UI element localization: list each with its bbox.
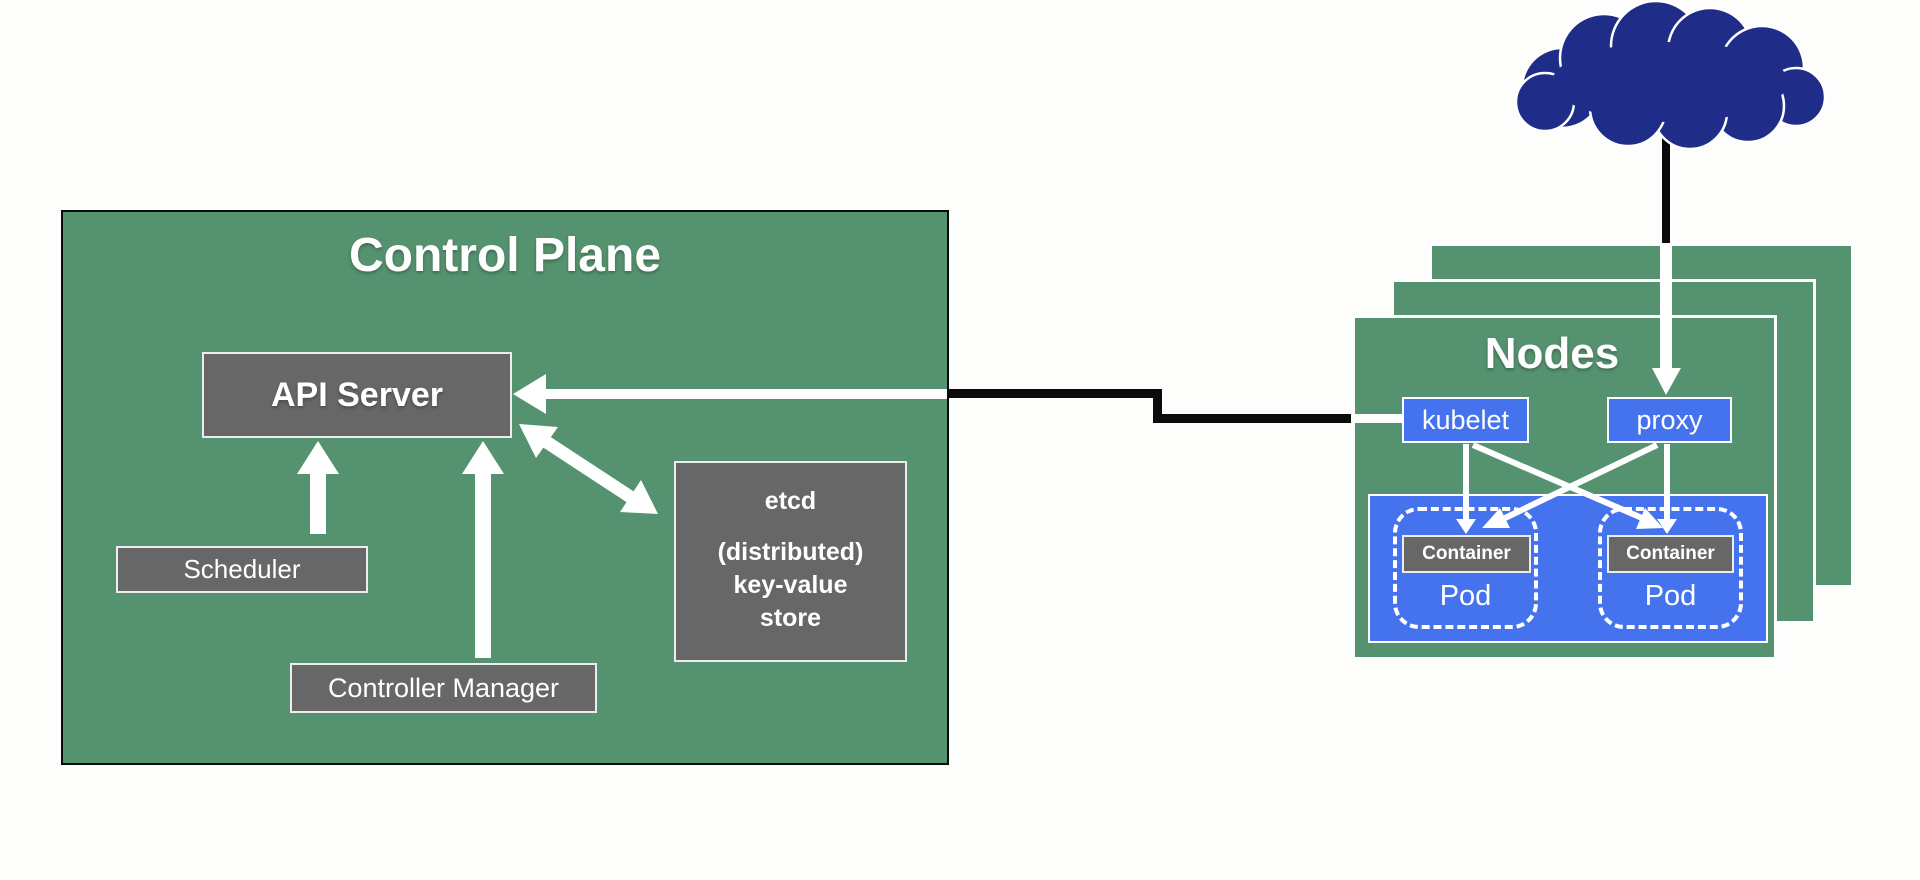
connector-control-plane-to-nodes <box>949 389 1404 423</box>
scheduler-box: Scheduler <box>116 546 368 593</box>
kubelet-box: kubelet <box>1402 397 1529 443</box>
container-1-box: Container <box>1402 535 1531 573</box>
cloud-stem-line <box>1662 134 1670 244</box>
api-server-box: API Server <box>202 352 512 438</box>
pod-1-label: Pod <box>1439 580 1492 612</box>
cloud-icon <box>1514 0 1827 151</box>
proxy-box: proxy <box>1607 397 1732 443</box>
pod-2-outline <box>1598 507 1743 629</box>
container-2-box: Container <box>1607 535 1734 573</box>
controller-manager-box: Controller Manager <box>290 663 597 713</box>
pod-2-label: Pod <box>1644 580 1697 612</box>
nodes-title: Nodes <box>1484 329 1620 378</box>
etcd-subtitle: (distributed) key-value store <box>717 538 864 632</box>
etcd-title: etcd <box>764 487 817 515</box>
etcd-box: etcd (distributed) key-value store <box>674 461 907 662</box>
control-plane-title: Control Plane <box>348 229 662 282</box>
